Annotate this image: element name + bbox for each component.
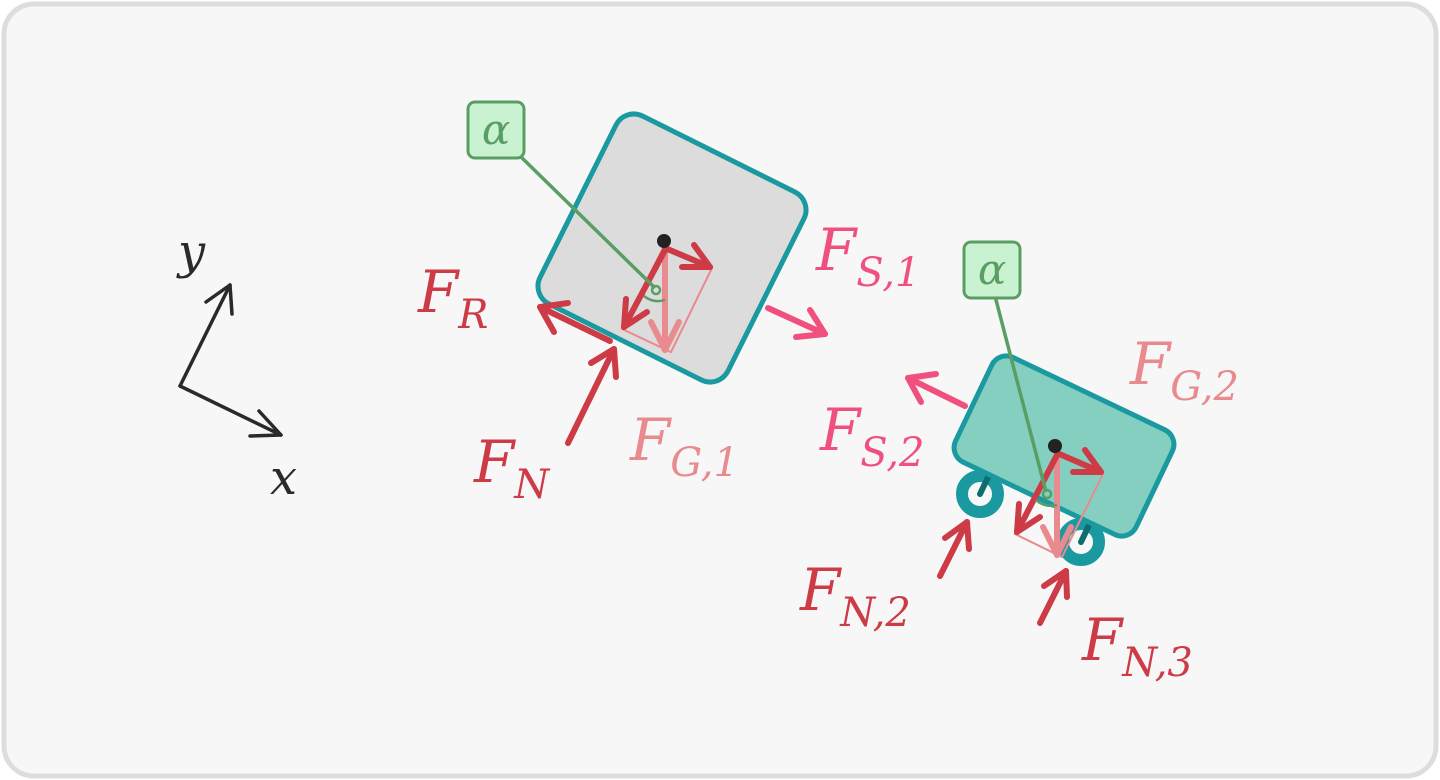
- gravity-component-1-parallel: [662, 242, 713, 270]
- x-axis-label: x: [270, 450, 297, 506]
- normal-force-label: FN: [473, 428, 551, 508]
- cart-2: α FS,2 FG,2 FN,2 FN,3: [799, 240, 1239, 686]
- gravity-force-1-label: FG,1: [629, 406, 739, 486]
- normal-force-n3-arrow: [1037, 568, 1070, 626]
- right-angle-dot-1: [650, 284, 662, 296]
- rope-force-s1-arrow: [765, 305, 828, 340]
- rope-force-s2-label: FS,2: [819, 396, 924, 476]
- friction-force-label: FR: [417, 258, 488, 338]
- y-axis-label: y: [176, 224, 206, 280]
- angle-label-box-1: [466, 100, 526, 160]
- rope-force-s1-label: FS,1: [815, 216, 920, 296]
- gravity-force-2-label: FG,2: [1129, 330, 1239, 410]
- center-of-mass-1: [657, 234, 671, 248]
- gravity-component-2-parallel: [1054, 447, 1104, 475]
- y-axis-arrowhead: [204, 283, 234, 316]
- block-1: α FR FN FG,1 FS,1: [417, 100, 920, 508]
- gravity-decomposition-1: [620, 234, 714, 354]
- gravity-component-1-perpendicular: [621, 247, 668, 330]
- angle-leader-1: [516, 152, 657, 290]
- normal-force-n3-label: FN,3: [1081, 606, 1193, 686]
- angle-arc-2: [1035, 499, 1058, 508]
- center-of-mass-2: [1048, 439, 1062, 453]
- coordinate-axes: [178, 283, 283, 438]
- gravity-component-2-perpendicular: [1014, 452, 1060, 535]
- y-axis: [178, 283, 232, 388]
- friction-force-arrow: [537, 300, 613, 344]
- gravity-decomposition-2: [1013, 439, 1105, 559]
- angle-label-2: α: [978, 245, 1006, 294]
- normal-force-arrow: [565, 346, 619, 446]
- angle-leader-2: [993, 295, 1048, 493]
- angle-arc-1: [643, 294, 666, 303]
- normal-force-n2-label: FN,2: [799, 556, 911, 636]
- x-axis-arrowhead: [248, 409, 283, 438]
- x-axis: [178, 384, 283, 437]
- angle-label-box-2: [962, 240, 1022, 300]
- normal-force-n2-arrow: [937, 519, 972, 579]
- angle-label-1: α: [482, 105, 510, 154]
- cart-2-body: [951, 353, 1177, 539]
- rope-force-s2-arrow: [905, 371, 968, 409]
